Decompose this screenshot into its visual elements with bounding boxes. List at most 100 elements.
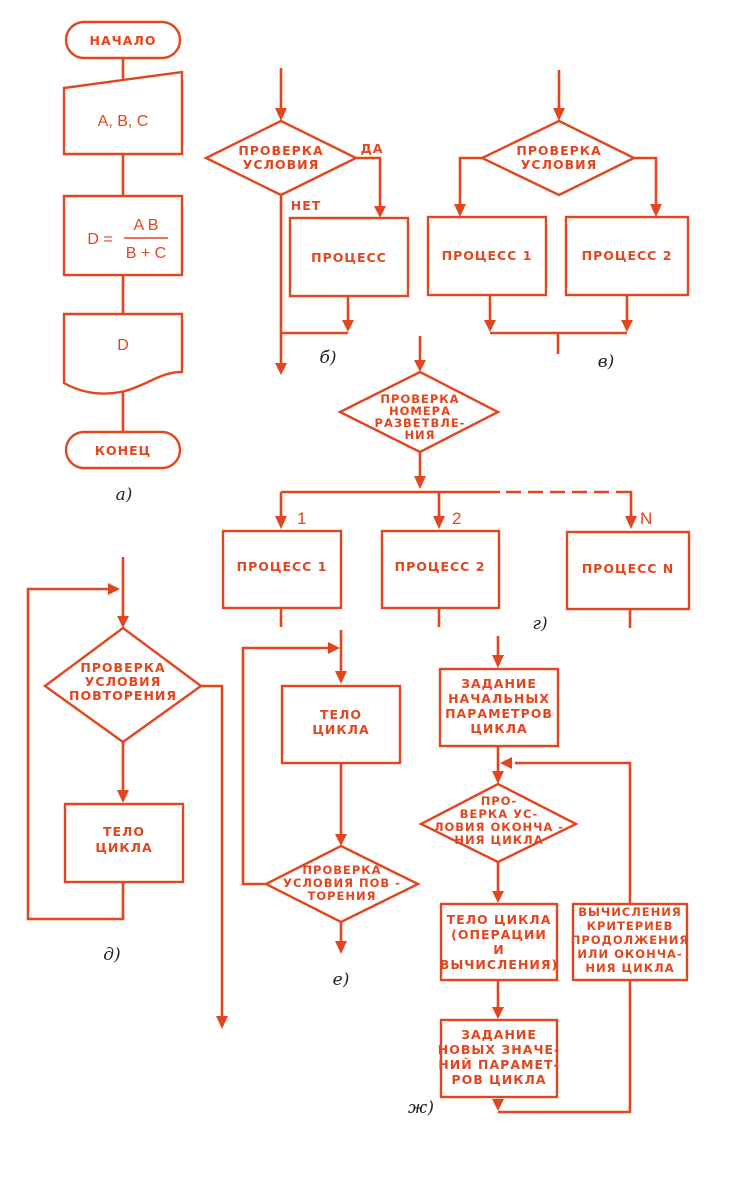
loop-body-line-2: ЦИКЛА	[312, 722, 369, 737]
process-formula	[62, 194, 184, 277]
criteria-line-5: НИЯ ЦИКЛА	[585, 961, 674, 975]
arrow-icon	[492, 891, 504, 903]
arrow-icon	[500, 757, 512, 769]
body-line-1: ТЕЛО ЦИКЛА	[447, 912, 552, 927]
terminal-start-label: НАЧАЛО	[90, 33, 157, 48]
init-line-3: ПАРАМЕТРОВ	[445, 706, 553, 721]
decision-line-1: ПРОВЕРКА	[238, 143, 323, 158]
update-params-block	[439, 1018, 559, 1099]
process-2-block	[380, 529, 501, 610]
decision-line-2: УСЛОВИЯ	[521, 157, 597, 172]
criteria-line-3: ПРОДОЛЖЕНИЯ	[571, 933, 689, 947]
decision-line-2: УСЛОВИЯ	[85, 674, 161, 689]
decision-line-1: ПРО-	[481, 794, 518, 808]
input-block	[62, 70, 184, 156]
arrow-icon	[108, 583, 120, 595]
arrow-icon	[335, 671, 347, 684]
connector-exit	[201, 684, 224, 1018]
process-block-label: ПРОЦЕСС	[311, 250, 387, 265]
caption-e: е)	[333, 970, 350, 990]
arrow-icon	[328, 642, 340, 654]
connector-yes	[356, 156, 382, 208]
diagram-d: ПРОВЕРКА УСЛОВИЯ ПОВТОРЕНИЯ ТЕЛО ЦИКЛА д…	[26, 557, 228, 1029]
arrow-icon	[342, 320, 354, 332]
terminal-end-label: КОНЕЦ	[95, 443, 151, 458]
formula-numerator: A B	[134, 217, 159, 234]
decision-line-3: РАЗВЕТВЛЕ-	[375, 416, 466, 430]
arrow-icon	[275, 108, 287, 121]
update-line-3: НИЙ ПАРАМЕТ-	[438, 1057, 559, 1072]
caption-g: г)	[532, 614, 547, 634]
decision-line-1: ПРОВЕРКА	[380, 392, 459, 406]
criteria-line-1: ВЫЧИСЛЕНИЯ	[578, 905, 682, 919]
caption-b: б)	[319, 348, 336, 368]
process-n-label: ПРОЦЕСС N	[582, 561, 675, 576]
connector	[628, 490, 633, 518]
arrow-icon	[454, 204, 466, 217]
arrow-icon	[335, 834, 347, 846]
caption-d: д)	[103, 945, 120, 965]
branch-label-n: N	[640, 509, 652, 528]
decision-line-2: УСЛОВИЯ ПОВ -	[283, 876, 401, 890]
diagram-e: ТЕЛО ЦИКЛА ПРОВЕРКА УСЛОВИЯ ПОВ - ТОРЕНИ…	[241, 630, 421, 990]
arrow-icon	[117, 616, 129, 628]
loop-body-line-1: ТЕЛО	[103, 824, 145, 839]
body-line-4: ВЫЧИСЛЕНИЯ)	[440, 957, 558, 972]
formula-lhs: D =	[87, 231, 112, 248]
loop-body-line-1: ТЕЛО	[320, 707, 362, 722]
diagram-zh: ЗАДАНИЕ НАЧАЛЬНЫХ ПАРАМЕТРОВ ЦИКЛА ПРО- …	[408, 636, 689, 1118]
update-line-2: НОВЫХ ЗНАЧЕ-	[438, 1042, 560, 1057]
criteria-block	[571, 902, 689, 982]
process-1-label: ПРОЦЕСС 1	[442, 248, 533, 263]
arrow-icon	[553, 108, 565, 121]
decision-line-3: ТОРЕНИЯ	[307, 889, 376, 903]
decision-line-4: НИЯ ЦИКЛА	[454, 833, 543, 847]
init-line-1: ЗАДАНИЕ	[461, 676, 537, 691]
arrow-icon	[492, 655, 504, 668]
body-line-2: (ОПЕРАЦИИ	[451, 927, 547, 942]
connector-right	[634, 156, 658, 206]
arrow-icon	[275, 363, 287, 375]
decision-line-1: ПРОВЕРКА	[302, 863, 381, 877]
body-line-3: И	[493, 942, 504, 957]
decision-line-2: НОМЕРА	[389, 404, 451, 418]
arrow-icon	[492, 1007, 504, 1019]
caption-zh: ж)	[408, 1098, 434, 1118]
connector-to-criteria	[498, 980, 632, 1114]
update-line-4: РОВ ЦИКЛА	[452, 1072, 547, 1087]
connector-left	[458, 156, 482, 206]
arrow-icon	[275, 516, 287, 529]
decision-line-4: НИЯ	[404, 428, 435, 442]
diagram-g: ПРОВЕРКА НОМЕРА РАЗВЕТВЛЕ- НИЯ 1 2 N ПРО…	[221, 336, 691, 634]
process-n-block	[565, 530, 691, 611]
branch-label-1: 1	[297, 509, 306, 528]
arrow-icon	[625, 516, 637, 529]
yes-label: ДА	[361, 141, 384, 156]
criteria-line-2: КРИТЕРИЕВ	[587, 919, 674, 933]
terminal-start	[64, 20, 182, 60]
criteria-line-4: ИЛИ ОКОНЧА-	[577, 947, 682, 961]
decision-line-1: ПРОВЕРКА	[80, 660, 165, 675]
loop-back-connector	[515, 761, 632, 904]
arrow-icon	[492, 771, 504, 784]
formula-denominator: B + C	[126, 245, 166, 262]
init-line-4: ЦИКЛА	[470, 721, 527, 736]
process-1-label: ПРОЦЕСС 1	[237, 559, 328, 574]
process-2-label: ПРОЦЕСС 2	[582, 248, 673, 263]
loop-back-connector	[241, 646, 330, 886]
output-document-label: D	[117, 337, 129, 354]
decision-line-2: ВЕРКА УС-	[460, 807, 538, 821]
loop-body-block	[63, 802, 185, 884]
no-label: НЕТ	[291, 198, 322, 213]
branch-label-2: 2	[452, 509, 461, 528]
diagram-b: ПРОВЕРКА УСЛОВИЯ ДА НЕТ ПРОЦЕСС б)	[203, 68, 410, 375]
arrow-icon	[117, 790, 129, 803]
decision-diamond	[479, 119, 637, 197]
process-2-label: ПРОЦЕСС 2	[395, 559, 486, 574]
arrow-icon	[414, 360, 426, 372]
arrow-icon	[650, 204, 662, 217]
caption-a: а)	[116, 485, 133, 505]
init-line-2: НАЧАЛЬНЫХ	[448, 691, 550, 706]
arrow-icon	[621, 320, 633, 332]
